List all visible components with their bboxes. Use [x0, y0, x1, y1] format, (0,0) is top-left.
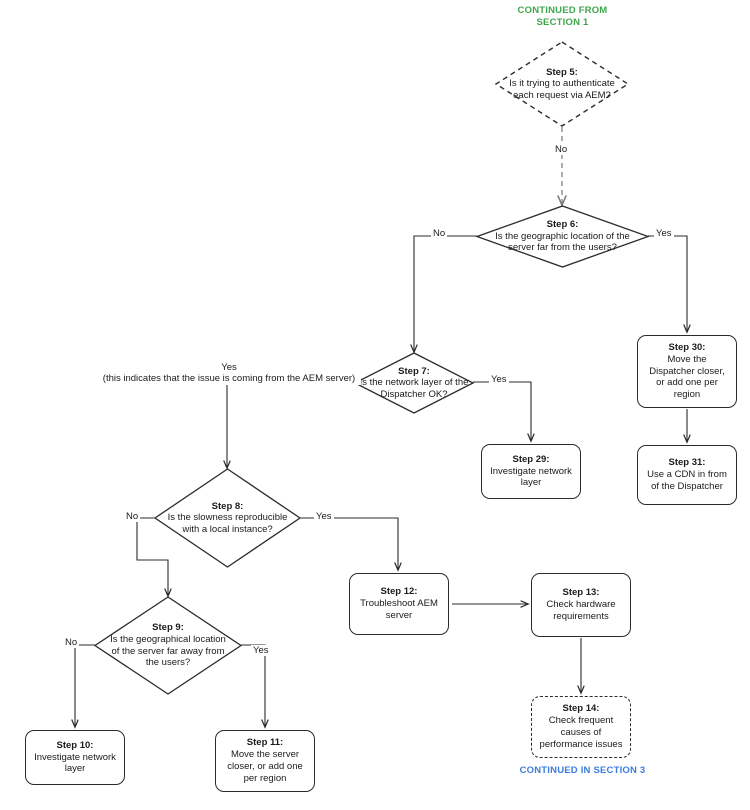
step13-text: Check hardware requirements [546, 599, 616, 622]
step12-text: Troubleshoot AEM server [360, 598, 438, 621]
node-step8[interactable]: Step 8: Is the slowness reproducible wit… [153, 468, 302, 568]
node-step14[interactable]: Step 14: Check frequent causes of perfor… [531, 696, 631, 758]
step14-title: Step 14: [562, 703, 600, 715]
node-step5[interactable]: Step 5: Is it trying to authenticate eac… [494, 41, 630, 127]
edge-label-step7-to-step8-line2: (this indicates that the issue is coming… [102, 373, 356, 385]
node-step11[interactable]: Step 11: Move the server closer, or add … [215, 730, 315, 792]
node-step10[interactable]: Step 10: Investigate network layer [25, 730, 125, 785]
continued-in-section-note: CONTINUED IN SECTION 3 [519, 765, 646, 776]
continued-from-line-2: SECTION 1 [536, 17, 589, 29]
edge-step7-step29 [473, 381, 531, 441]
continued-from-section-note: CONTINUED FROM SECTION 1 [490, 5, 635, 30]
step10-title: Step 10: [56, 739, 94, 751]
edge-label-step5-no: No [553, 144, 570, 156]
edge-step9-step10 [75, 644, 95, 727]
step30-title: Step 30: [668, 341, 706, 353]
node-step7[interactable]: Step 7: Is the network layer of the Disp… [353, 352, 475, 414]
node-step6[interactable]: Step 6: Is the geographic location of th… [475, 205, 650, 268]
step11-text: Move the server closer, or add one per r… [227, 749, 303, 784]
edge-label-step6-yes: Yes [654, 228, 674, 240]
node-step31[interactable]: Step 31: Use a CDN in from of the Dispat… [637, 445, 737, 505]
continued-from-line-1: CONTINUED FROM [517, 5, 608, 16]
step31-title: Step 31: [668, 457, 706, 469]
node-step13[interactable]: Step 13: Check hardware requirements [531, 573, 631, 637]
step30-text: Move the Dispatcher closer, or add one p… [649, 353, 725, 401]
step8-diamond-shape [153, 468, 302, 568]
edge-step6-step7 [414, 235, 477, 352]
step14-text: Check frequent causes of performance iss… [539, 715, 623, 750]
edge-step7-step8 [227, 381, 355, 468]
edge-step9-step11 [241, 644, 265, 727]
edge-label-step8-yes: Yes [314, 511, 334, 523]
step5-diamond-shape [494, 41, 630, 127]
node-step9[interactable]: Step 9: Is the geographical location of … [93, 596, 243, 695]
edge-label-step9-yes: Yes [251, 645, 271, 657]
edge-label-step7-to-step8: Yes (this indicates that the issue is co… [97, 362, 361, 385]
step31-text: Use a CDN in from of the Dispatcher [647, 469, 727, 492]
edge-step6-step30 [648, 235, 687, 332]
edge-label-step6-no: No [431, 228, 448, 240]
edge-label-step7-yes: Yes [489, 374, 509, 386]
node-step12[interactable]: Step 12: Troubleshoot AEM server [349, 573, 449, 635]
edge-label-step7-to-step8-line1: Yes [221, 362, 237, 373]
step7-diamond-shape [353, 352, 475, 414]
edge-label-step8-no: No [124, 511, 141, 523]
step13-title: Step 13: [562, 587, 600, 599]
edge-step8-step12 [300, 517, 398, 570]
edge-label-step9-no: No [63, 637, 80, 649]
step11-title: Step 11: [246, 737, 284, 749]
step12-title: Step 12: [380, 586, 418, 598]
step9-diamond-shape [93, 596, 243, 695]
node-step29[interactable]: Step 29: Investigate network layer [481, 444, 581, 499]
node-step30[interactable]: Step 30: Move the Dispatcher closer, or … [637, 335, 737, 408]
step29-title: Step 29: [512, 453, 550, 465]
step10-text: Investigate network layer [34, 751, 116, 775]
step29-text: Investigate network layer [490, 465, 572, 489]
step6-diamond-shape [475, 205, 650, 268]
